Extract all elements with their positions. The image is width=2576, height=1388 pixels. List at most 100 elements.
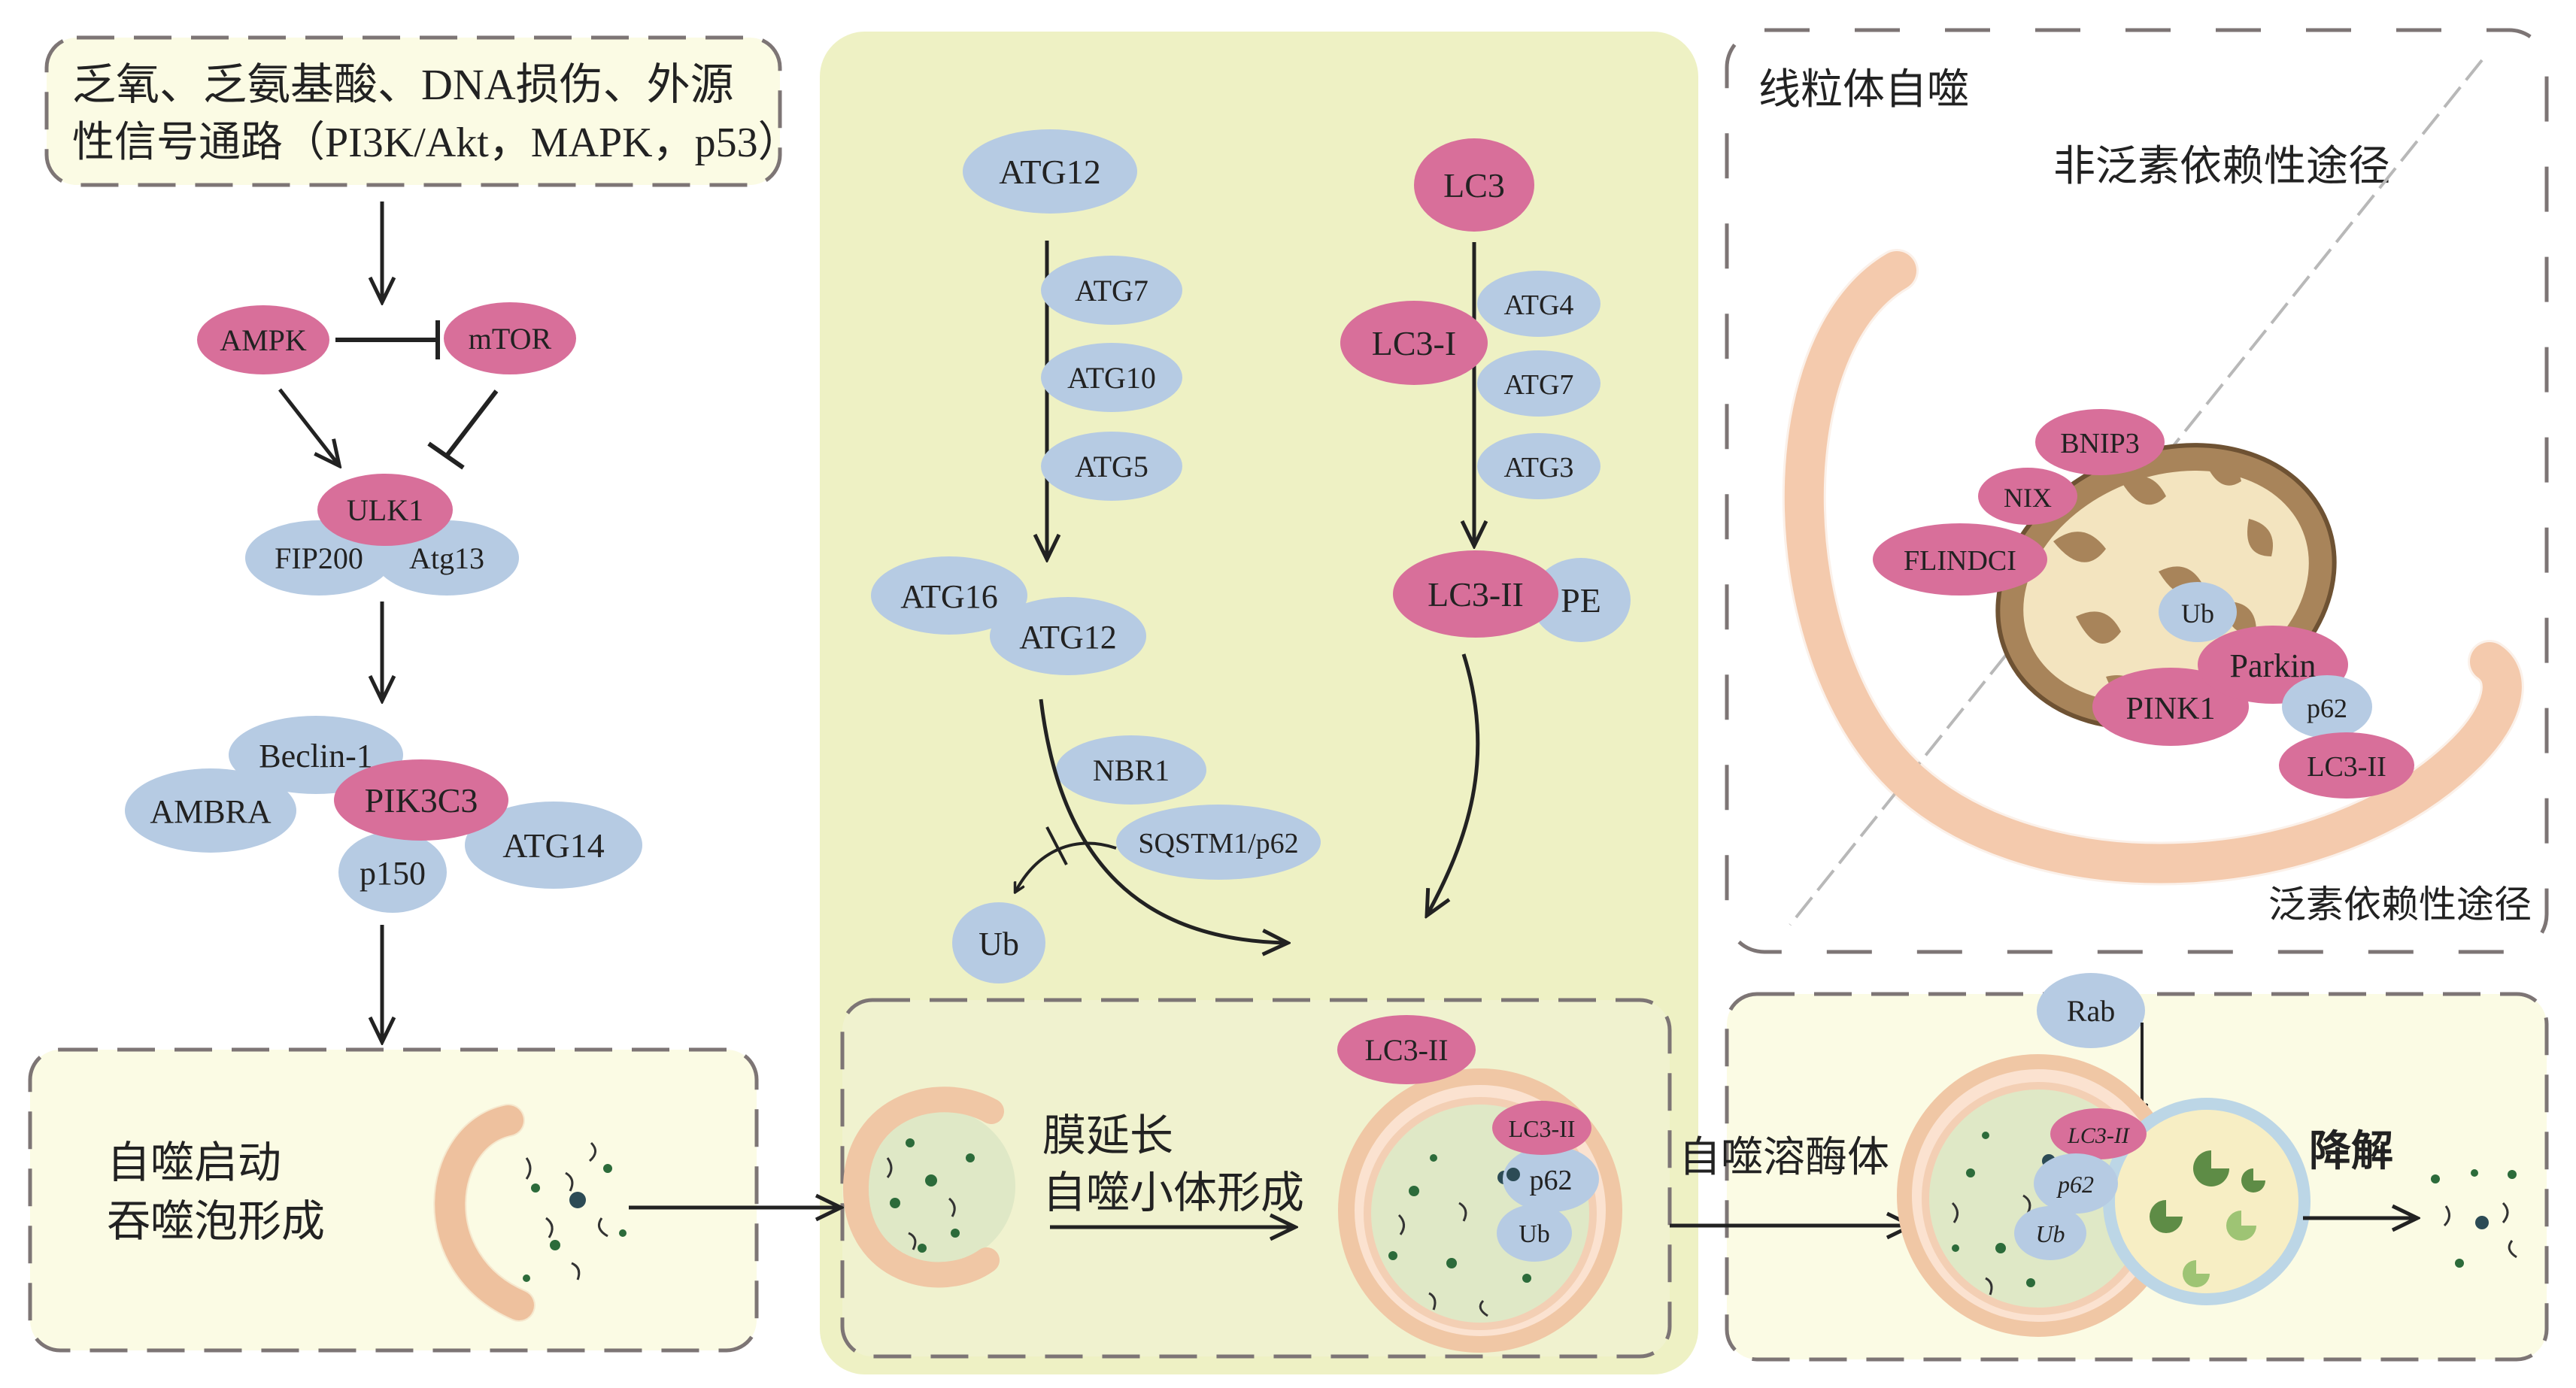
- lysosome-enzymes: [2150, 1150, 2265, 1287]
- lc3-ii-lyso-node: LC3-II: [2050, 1108, 2147, 1159]
- svg-text:AMPK: AMPK: [220, 323, 307, 357]
- p150-node: p150: [338, 832, 447, 913]
- svg-text:Parkin: Parkin: [2230, 647, 2317, 684]
- atg7-node: ATG7: [1041, 256, 1182, 325]
- svg-text:mTOR: mTOR: [469, 322, 552, 356]
- svg-text:NIX: NIX: [2004, 483, 2052, 513]
- ub-mito-node: Ub: [2159, 582, 2237, 642]
- svg-text:Rab: Rab: [2067, 994, 2115, 1028]
- svg-text:AMBRA: AMBRA: [150, 793, 272, 830]
- svg-text:LC3: LC3: [1443, 166, 1505, 205]
- isolation-membrane-cargo: [890, 1138, 975, 1253]
- svg-text:ATG3: ATG3: [1504, 452, 1574, 483]
- isolation-membrane: [842, 1086, 1004, 1288]
- svg-text:BNIP3: BNIP3: [2060, 428, 2140, 459]
- mtor-node: mTOR: [444, 302, 576, 374]
- pe-node: PE: [1531, 558, 1631, 642]
- inhibit-bar-ulk1: [427, 441, 465, 470]
- phagophore-membrane: [435, 1105, 534, 1320]
- atg12-top-node: ATG12: [963, 129, 1137, 214]
- lc3-ii-mito-node: LC3-II: [2279, 732, 2414, 799]
- svg-text:PINK1: PINK1: [2125, 692, 2215, 726]
- svg-text:Ub: Ub: [1519, 1220, 1550, 1248]
- ampk-node: AMPK: [197, 305, 329, 374]
- svg-text:LC3-II: LC3-II: [1364, 1033, 1448, 1067]
- atg4-node: ATG4: [1477, 271, 1601, 337]
- phagophore-box: [28, 1047, 759, 1353]
- degradation-fragments: [2431, 1169, 2517, 1268]
- lc3-ii-node: LC3-II: [1393, 550, 1558, 638]
- svg-text:ATG7: ATG7: [1504, 369, 1574, 401]
- ulk1-node: ULK1: [317, 474, 453, 546]
- svg-text:PE: PE: [1561, 581, 1601, 620]
- nbr1-node: NBR1: [1056, 735, 1206, 805]
- svg-text:FLINDCI: FLINDCI: [1904, 545, 2016, 577]
- elongation-label-2: 自噬小体形成: [1042, 1168, 1304, 1217]
- ub-lyso-node: Ub: [2014, 1206, 2086, 1260]
- svg-text:ATG14: ATG14: [502, 826, 604, 865]
- atg5-node: ATG5: [1041, 432, 1182, 501]
- lc3-node: LC3: [1414, 138, 1534, 232]
- phagophore-membrane-outline: [433, 1104, 536, 1322]
- svg-text:FIP200: FIP200: [275, 541, 363, 575]
- svg-text:p150: p150: [360, 855, 426, 892]
- isolation-membrane-fibers: [886, 1157, 956, 1250]
- svg-text:p62: p62: [2056, 1171, 2094, 1198]
- phagophore-line-1: 自噬启动: [107, 1138, 281, 1187]
- svg-text:Ub: Ub: [979, 926, 1019, 962]
- mitophagy-title: 线粒体自噬: [1758, 67, 1969, 114]
- atg12-complex-node: ATG12: [990, 597, 1146, 675]
- phagophore-line-2: 吞噬泡形成: [107, 1197, 325, 1246]
- ub-pathway-label: 泛素依赖性途径: [2268, 883, 2532, 926]
- svg-text:ATG4: ATG4: [1504, 289, 1574, 321]
- svg-text:p62: p62: [1530, 1165, 1573, 1196]
- p62-lyso-node: p62: [2034, 1153, 2118, 1214]
- p62-ub-link: [1506, 1168, 1520, 1181]
- ub-autophagosome-node: Ub: [1497, 1205, 1572, 1262]
- svg-text:LC3-II: LC3-II: [1428, 575, 1524, 614]
- stimulus-box: [44, 35, 782, 187]
- elongation-label-1: 膜延长: [1042, 1111, 1173, 1160]
- svg-text:SQSTM1/p62: SQSTM1/p62: [1138, 828, 1298, 859]
- atg10-node: ATG10: [1041, 343, 1182, 412]
- autophagosome-fibers: [1397, 1202, 1488, 1317]
- cross-mark: [1045, 826, 1068, 865]
- degradation-label: 降解: [2309, 1127, 2393, 1176]
- arrow-atg12-to-autophagosome: [1039, 699, 1286, 943]
- svg-text:LC3-II: LC3-II: [2067, 1123, 2131, 1148]
- lc3-ii-outer-node: LC3-II: [1337, 1015, 1476, 1084]
- stimulus-line-2: 性信号通路（PI3K/Akt，MAPK，p53）: [72, 120, 800, 166]
- ub-node: Ub: [952, 902, 1045, 983]
- svg-text:ATG10: ATG10: [1067, 361, 1156, 395]
- svg-text:ATG5: ATG5: [1075, 450, 1148, 483]
- svg-text:Ub: Ub: [2035, 1220, 2065, 1247]
- isolation-membrane-lumen: [859, 1108, 1015, 1265]
- lc3-i-node: LC3-I: [1340, 301, 1488, 385]
- lc3-ii-inner-node: LC3-II: [1492, 1101, 1591, 1155]
- arrow-ampk-to-ulk1: [278, 388, 338, 465]
- p62-mito-node: p62: [2282, 675, 2372, 738]
- mitophagy-phagophore: [1784, 251, 2522, 883]
- mitophagy-phagophore-edge: [1782, 249, 2524, 886]
- svg-text:LC3-II: LC3-II: [1509, 1115, 1576, 1142]
- svg-text:Atg13: Atg13: [409, 541, 484, 575]
- atg14-node: ATG14: [465, 802, 642, 889]
- svg-text:ATG7: ATG7: [1075, 274, 1148, 308]
- svg-text:ATG16: ATG16: [900, 578, 998, 615]
- pik3c3-node: PIK3C3: [334, 759, 508, 841]
- svg-text:ATG12: ATG12: [999, 153, 1100, 191]
- phagophore-cargo: [525, 1141, 608, 1280]
- svg-text:PIK3C3: PIK3C3: [365, 781, 478, 820]
- svg-text:LC3-I: LC3-I: [1372, 324, 1456, 362]
- nix-node: NIX: [1978, 468, 2077, 525]
- pink1-node: PINK1: [2092, 668, 2249, 746]
- svg-text:Ub: Ub: [2181, 599, 2214, 629]
- non-ub-pathway-label: 非泛素依赖性途径: [2053, 144, 2390, 190]
- svg-text:Beclin-1: Beclin-1: [259, 738, 373, 774]
- arrow-lc3ii-to-autophagosome: [1428, 653, 1480, 914]
- svg-text:NBR1: NBR1: [1093, 753, 1170, 787]
- autolysosome-label: 自噬溶酶体: [1679, 1135, 1889, 1181]
- svg-text:ATG12: ATG12: [1019, 619, 1117, 656]
- rab-node: Rab: [2037, 973, 2145, 1048]
